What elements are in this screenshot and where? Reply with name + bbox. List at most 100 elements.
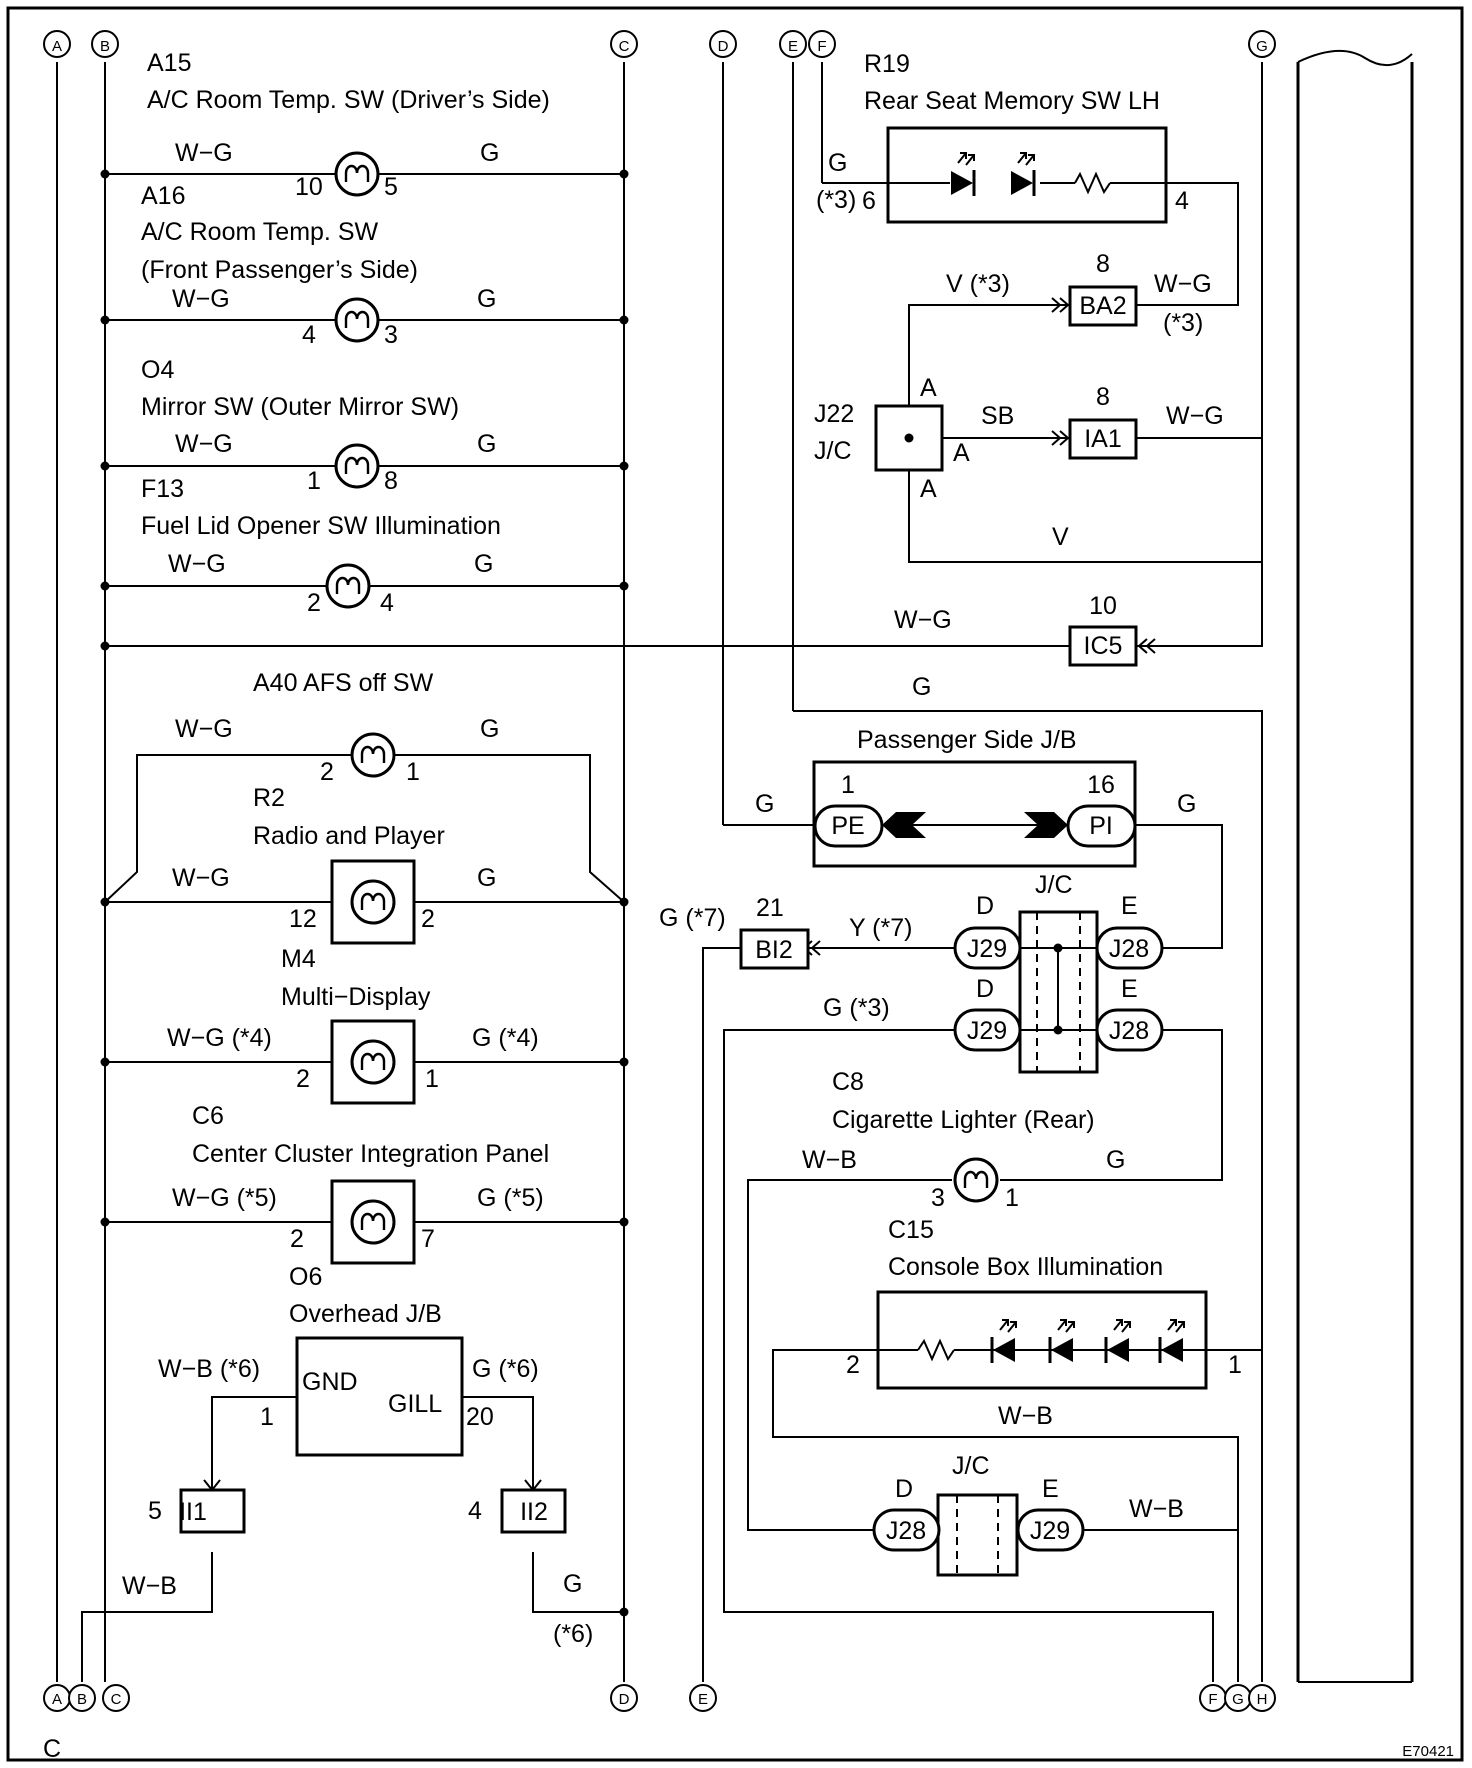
jc2-junction-box: [936, 1493, 1019, 1577]
a16-name-line1: A/C Room Temp. SW: [141, 218, 379, 246]
ii1-wire: W−B: [122, 1572, 177, 1600]
c8-lighter-lamp-icon: [953, 1157, 999, 1203]
c8-wire-right: G: [1106, 1146, 1125, 1174]
c6-code: C6: [192, 1102, 224, 1130]
letter-g: G: [1232, 1691, 1244, 1708]
r19-pin-left: 6: [862, 187, 876, 215]
a40-title: A40 AFS off SW: [253, 669, 434, 697]
a40-pin-right: 1: [406, 758, 420, 786]
o6-gnd: GND: [302, 1368, 358, 1396]
pi-pin: 16: [1087, 771, 1115, 799]
r19-internal: [888, 171, 1166, 195]
a40-pin-left: 2: [320, 758, 334, 786]
pjb-wire-left: G: [755, 790, 774, 818]
pjb-wire-right: G: [1177, 790, 1196, 818]
f13-name: Fuel Lid Opener SW Illumination: [141, 512, 501, 540]
g-line-label: G: [912, 673, 931, 701]
ii1-connector: [179, 1488, 246, 1534]
ic5-wire-left: W−G: [894, 606, 952, 634]
c15-wire-below: W−B: [998, 1402, 1053, 1430]
ba2-connector: [1068, 285, 1138, 327]
f13-pin-left: 2: [307, 589, 321, 617]
letter-d: D: [619, 1691, 630, 1708]
a15-wire-left: W−G: [175, 139, 233, 167]
r19-switch-box: [886, 126, 1168, 224]
o6-code: O6: [289, 1263, 322, 1291]
pe-label: PE: [831, 812, 864, 840]
m4-pin-right: 1: [425, 1065, 439, 1093]
letter-g: G: [1256, 38, 1268, 55]
g3-label: G (*3): [823, 994, 890, 1022]
a16-lamp-icon: [334, 297, 380, 343]
c8-pin-left: 3: [931, 1184, 945, 1212]
letter-b: B: [77, 1691, 87, 1708]
c15-pin-left: 2: [846, 1351, 860, 1379]
m4-lamp-icon: [330, 1019, 416, 1105]
bi2-wire-right: Y (*7): [849, 914, 912, 942]
bi2-label: BI2: [755, 936, 793, 964]
ba2-wire-left: V (*3): [946, 270, 1010, 298]
m4-code: M4: [281, 945, 316, 973]
r2-wire-left: W−G: [172, 864, 230, 892]
a16-code: A16: [141, 182, 185, 210]
j29-terminal: [953, 1008, 1022, 1052]
pe-pin: 1: [841, 771, 855, 799]
o6-overhead-jb-box: [295, 1336, 464, 1457]
bi2-wire-left: G (*7): [659, 904, 726, 932]
r2-pin-right: 2: [421, 905, 435, 933]
pi-label: PI: [1089, 812, 1113, 840]
r2-name: Radio and Player: [253, 822, 445, 850]
f13-pin-right: 4: [380, 589, 394, 617]
letter-c: C: [111, 1691, 122, 1708]
passenger-jb-name: Passenger Side J/B: [857, 726, 1077, 754]
letter-c: C: [619, 38, 630, 55]
o4-pin-left: 1: [307, 467, 321, 495]
o4-pin-right: 8: [384, 467, 398, 495]
jc2-wire-right: W−B: [1129, 1495, 1184, 1523]
jc1-name: J/C: [1035, 871, 1073, 899]
r2-wire-right: G: [477, 864, 496, 892]
r19-wire-left: G: [828, 149, 847, 177]
c6-wire-right: G (*5): [477, 1184, 544, 1212]
c6-pin-right: 7: [421, 1225, 435, 1253]
j28-terminal: [1095, 1008, 1164, 1052]
c15-name: Console Box Illumination: [888, 1253, 1163, 1281]
ii2-note: (*6): [553, 1620, 593, 1648]
m4-name: Multi−Display: [281, 983, 431, 1011]
a16-pin-right: 3: [384, 321, 398, 349]
c15-pin-right: 1: [1228, 1351, 1242, 1379]
m4-wire-right: G (*4): [472, 1024, 539, 1052]
jc2-name: J/C: [952, 1452, 990, 1480]
r19-name: Rear Seat Memory SW LH: [864, 87, 1160, 115]
c6-pin-left: 2: [290, 1225, 304, 1253]
ia1-wire-right: W−G: [1166, 402, 1224, 430]
jc1-term-d1: D: [976, 892, 994, 920]
j28-label: J28: [1109, 1017, 1149, 1045]
a16-wire-right: G: [477, 285, 496, 313]
o4-lamp-icon: [334, 443, 380, 489]
j28-label: J28: [1109, 935, 1149, 963]
jc2-term-e: E: [1042, 1475, 1059, 1503]
letter-h: H: [1257, 1691, 1268, 1708]
j22-wire-bottom: V: [1052, 523, 1069, 551]
ic5-pin: 10: [1089, 592, 1117, 620]
j29-label: J29: [967, 1017, 1007, 1045]
letter-f: F: [1208, 1691, 1217, 1708]
c8-name: Cigarette Lighter (Rear): [832, 1106, 1095, 1134]
r2-code: R2: [253, 784, 285, 812]
r2-pin-left: 12: [289, 905, 317, 933]
c8-wire-left: W−B: [802, 1146, 857, 1174]
bi2-connector: [739, 928, 810, 970]
ic5-label: IC5: [1084, 632, 1123, 660]
a16-pin-left: 4: [302, 321, 316, 349]
j22-term-mid: A: [953, 439, 970, 467]
o4-wire-left: W−G: [175, 430, 233, 458]
r2-lamp-icon: [330, 859, 416, 945]
letter-b: B: [100, 38, 110, 55]
a15-lamp-icon: [334, 151, 380, 197]
letter-a: A: [52, 1691, 62, 1708]
ia1-pin: 8: [1096, 383, 1110, 411]
j29-label: J29: [1030, 1517, 1070, 1545]
j28-label: J28: [886, 1517, 926, 1545]
o4-wire-right: G: [477, 430, 496, 458]
